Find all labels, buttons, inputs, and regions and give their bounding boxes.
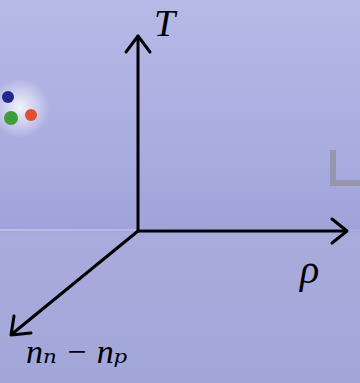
axis-label-isospin: nₙ − nₚ <box>26 335 127 369</box>
cut-letter-shape <box>330 150 360 186</box>
axis-label-density: ρ <box>300 250 319 290</box>
axis-label-temperature: T <box>154 4 175 42</box>
axes <box>11 36 347 335</box>
horizon-line <box>0 229 360 231</box>
nucleon-blob <box>0 78 50 138</box>
